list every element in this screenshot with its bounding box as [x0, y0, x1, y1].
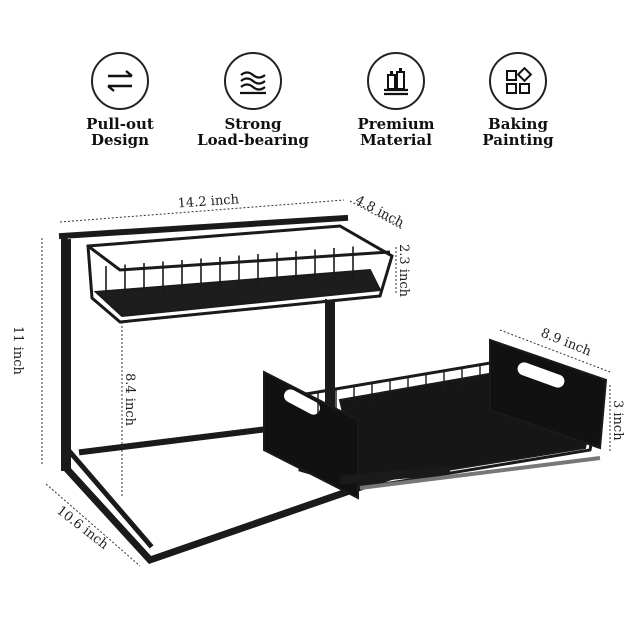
feature-pull-out: Pull-out Design	[60, 52, 180, 148]
feature-premium-material: Premium Material	[336, 52, 456, 148]
pull-out-drawer	[263, 338, 608, 500]
waves-icon	[224, 52, 282, 110]
rack-frame	[58, 214, 421, 565]
feature-baking-painting: Baking Painting	[458, 52, 578, 148]
dimension-lines	[41, 199, 611, 567]
feature-label: Strong Load-bearing	[197, 115, 309, 149]
top-basket	[86, 224, 394, 324]
feature-load-bearing: Strong Load-bearing	[193, 52, 313, 148]
bottles-icon	[367, 52, 425, 110]
feature-label: Baking Painting	[482, 115, 554, 149]
feature-label: Premium Material	[357, 115, 435, 149]
dim-drawer-depth: 8.9 inch	[539, 326, 594, 360]
squares-icon	[489, 52, 547, 110]
dim-width-top: 14.2 inch	[177, 192, 240, 211]
dim-lower-clearance: 8.4 inch	[122, 373, 137, 427]
dim-total-height: 11 inch	[10, 326, 25, 375]
top-basket-bars	[105, 246, 354, 300]
dim-drawer-height: 3 inch	[610, 400, 625, 441]
dim-height-top-basket: 2.3 inch	[396, 244, 411, 298]
drawer-bars	[317, 365, 481, 414]
arrows-icon	[91, 52, 149, 110]
feature-label: Pull-out Design	[86, 115, 154, 149]
dim-depth-top: 4.8 inch	[352, 193, 406, 231]
